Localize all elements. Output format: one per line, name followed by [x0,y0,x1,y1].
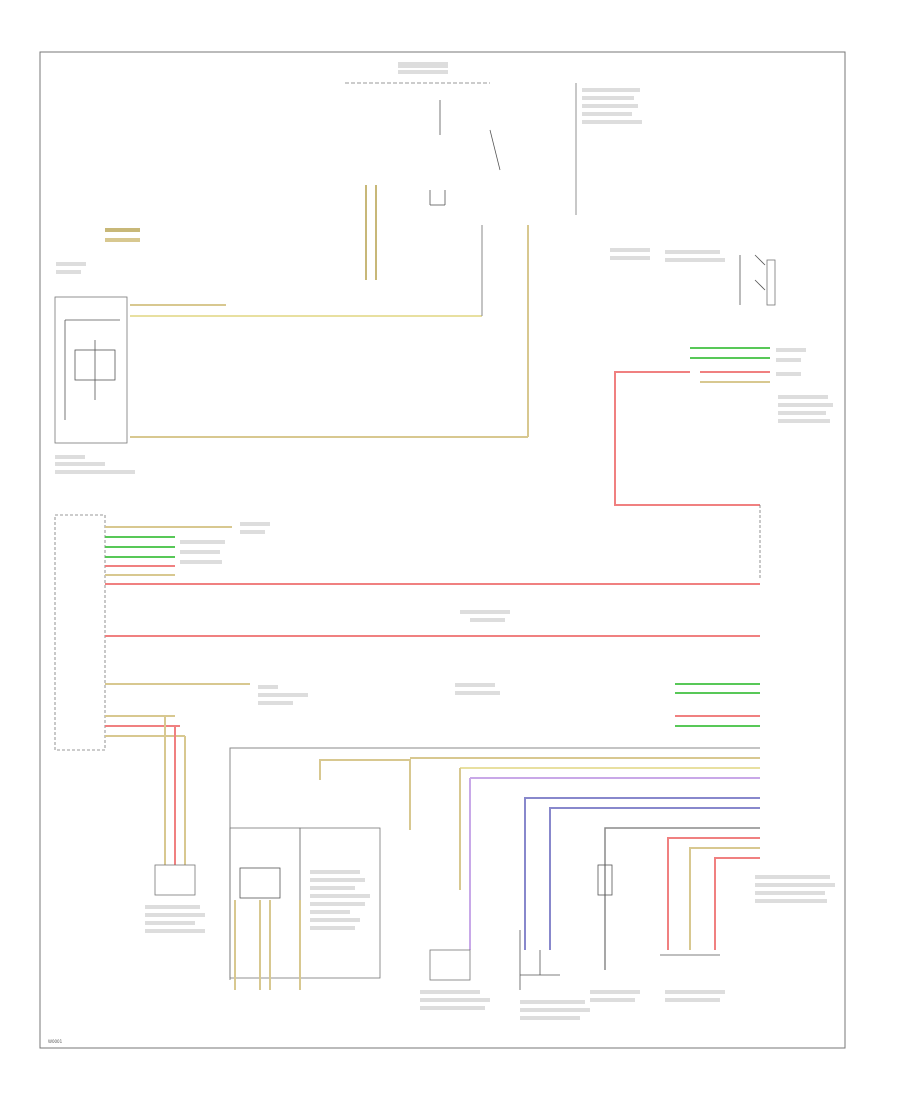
diagram-id: W0001 [48,1039,63,1044]
left-module-drops [105,715,205,933]
ground-symbols [420,930,590,1020]
right-green-connectors [690,347,833,423]
red-loop-right [614,371,761,580]
yellow-stub [105,683,500,705]
module-left-middle [54,514,760,751]
yellow-wire-top [130,185,529,438]
right-bottom-group [590,827,835,1002]
top-left-connectors [56,228,140,274]
page-frame [39,51,846,1049]
top-fuse-box [345,62,642,215]
relay-block [229,827,381,990]
right-lower-connectors [675,683,760,727]
bottom-harness [229,747,760,980]
left-switch-component [54,296,135,474]
red-wire-middle [105,610,760,637]
right-top-switch [610,248,776,306]
